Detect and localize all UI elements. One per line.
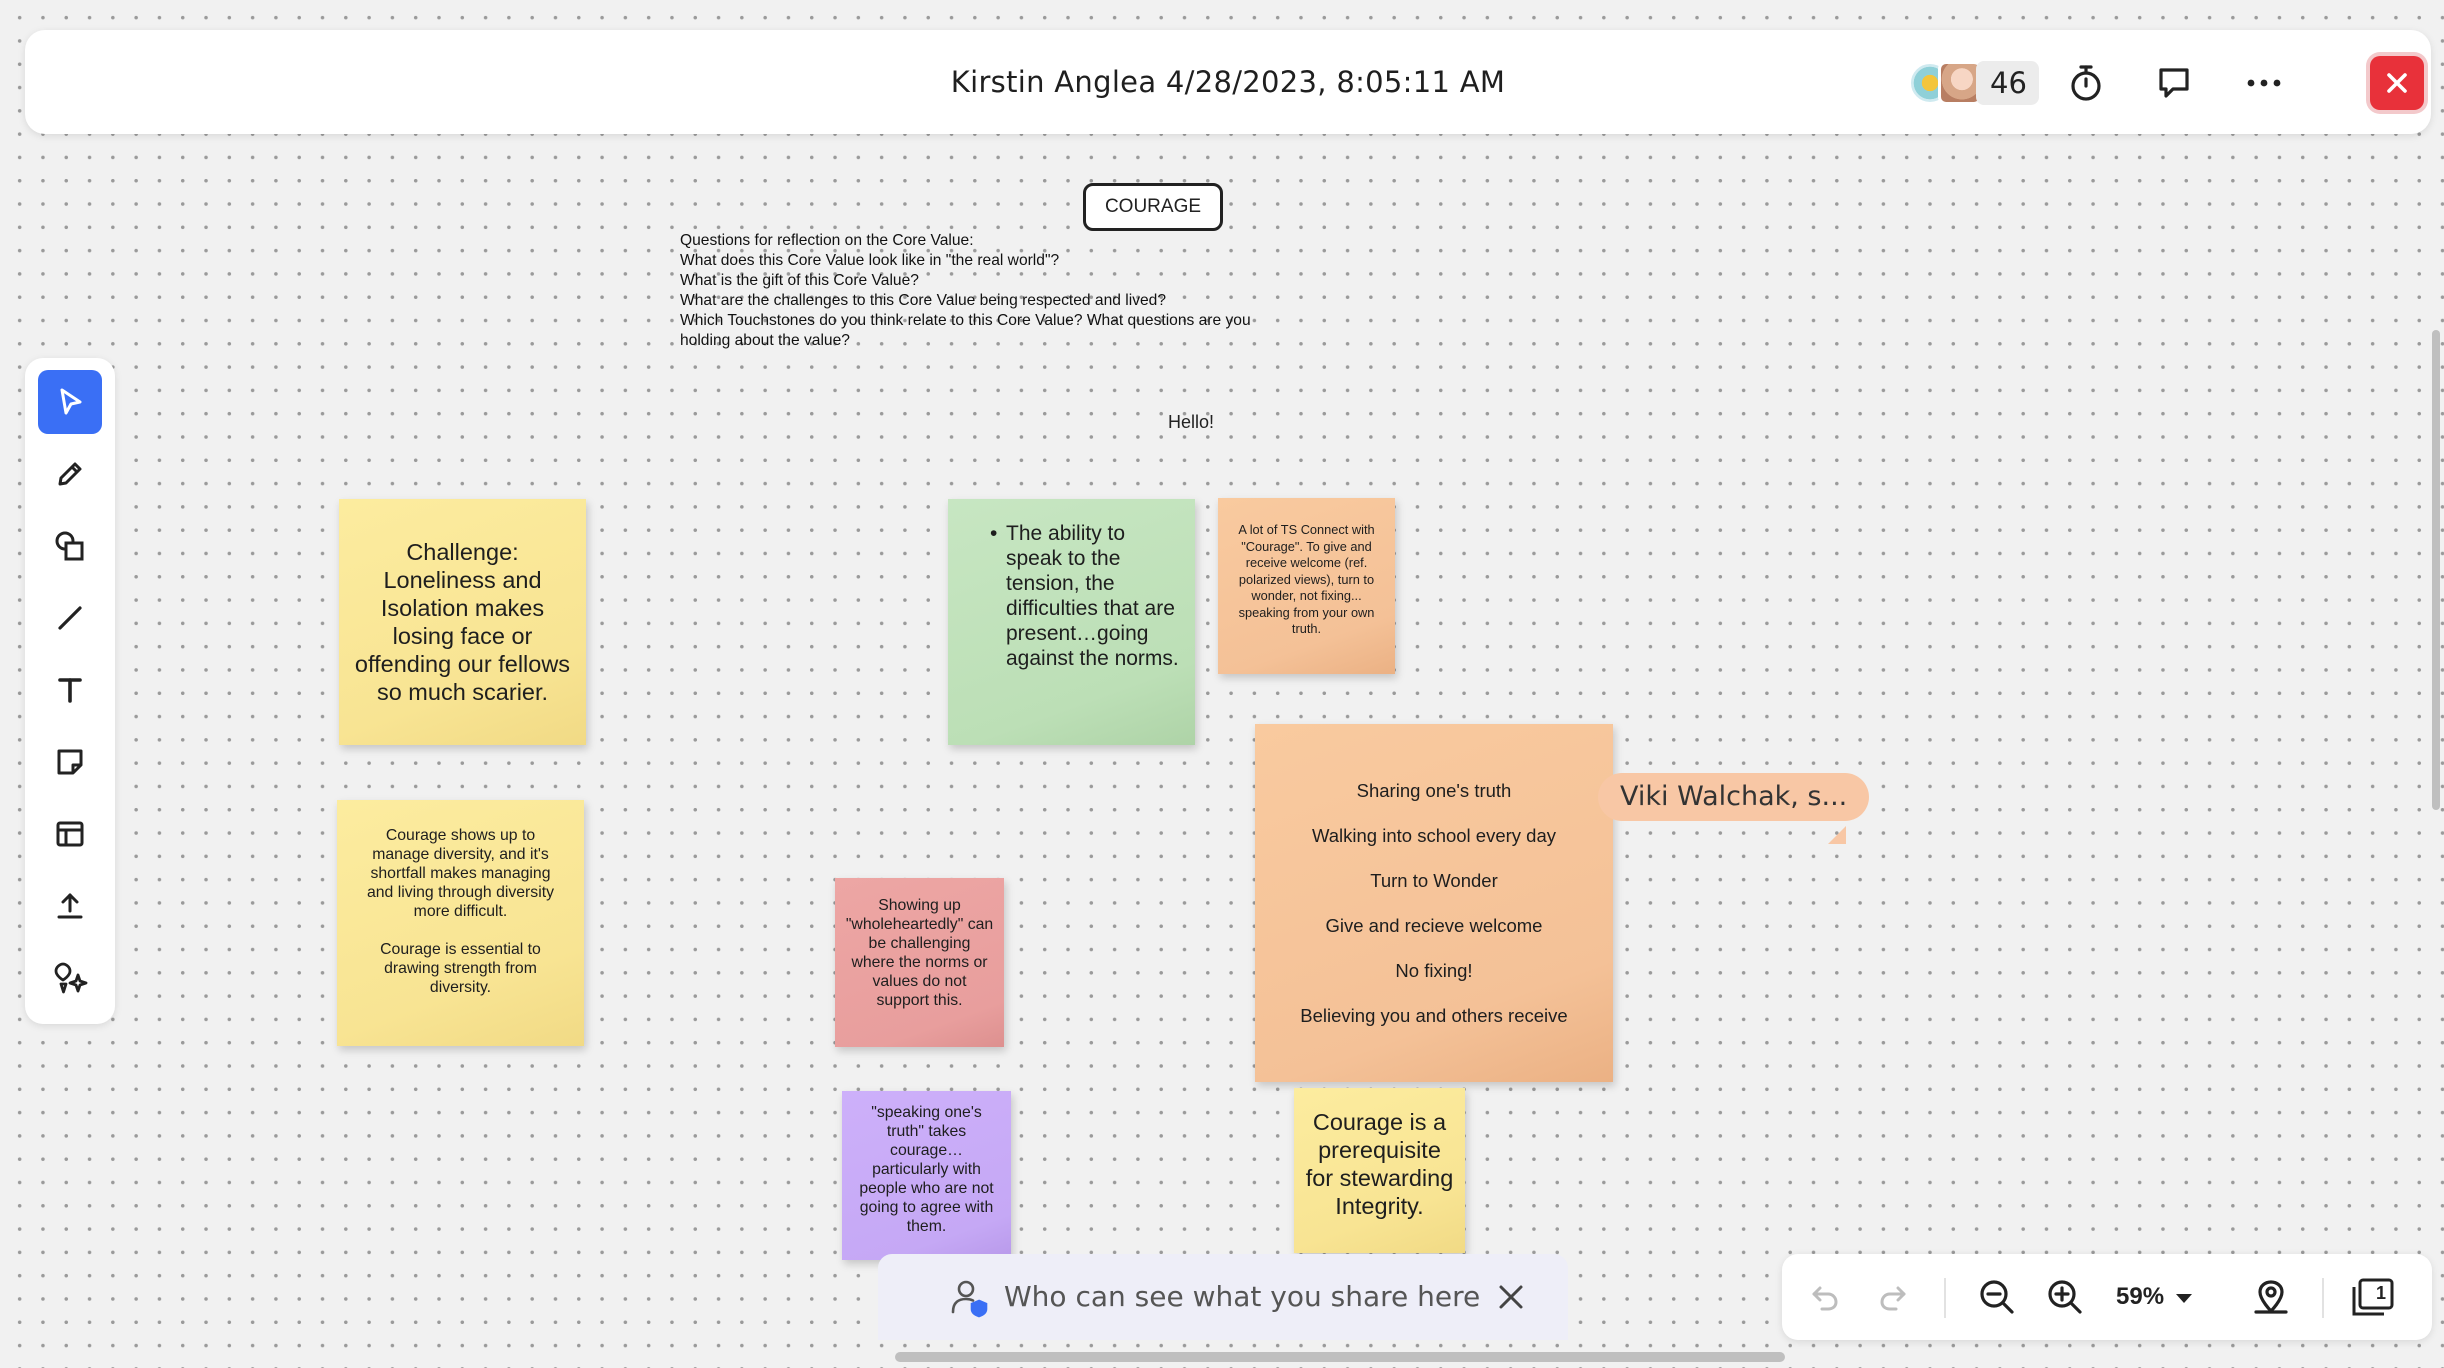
stopwatch-icon bbox=[2071, 65, 2101, 101]
pointer-icon bbox=[60, 388, 82, 415]
note-line: Give and recieve welcome bbox=[1325, 915, 1543, 936]
redo-icon bbox=[1880, 1286, 1906, 1311]
sticky-note-ts-connect[interactable]: A lot of TS Connect with "Courage". To g… bbox=[1218, 498, 1395, 674]
page-count-badge: 1 bbox=[2376, 1283, 2387, 1303]
line-tool[interactable] bbox=[38, 586, 102, 650]
note-text: Challenge: Loneliness and Isolation make… bbox=[354, 539, 571, 705]
share-visibility-banner: Who can see what you share here bbox=[878, 1254, 1568, 1340]
more-icon bbox=[2247, 79, 2281, 87]
user-visibility-icon bbox=[951, 1280, 988, 1318]
participants[interactable]: 46 bbox=[1908, 61, 2039, 105]
pages-icon bbox=[2352, 1278, 2394, 1316]
shapes-icon bbox=[55, 531, 84, 561]
note-text: A lot of TS Connect with "Courage". To g… bbox=[1238, 522, 1375, 636]
redo-button[interactable] bbox=[1870, 1274, 1916, 1320]
template-tool[interactable] bbox=[38, 802, 102, 866]
undo-icon bbox=[1812, 1286, 1838, 1311]
pencil-icon bbox=[58, 462, 82, 486]
collaborator-cursor-label: Viki Walchak, s... bbox=[1598, 773, 1870, 821]
note-text: Courage is a prerequisite for stewarding… bbox=[1305, 1109, 1454, 1219]
reflection-questions[interactable]: Questions for reflection on the Core Val… bbox=[680, 231, 1340, 351]
ai-shapes-tool[interactable] bbox=[38, 946, 102, 1010]
comments-button[interactable] bbox=[2151, 60, 2197, 106]
sticky-note-sharing[interactable]: Sharing one's truth Walking into school … bbox=[1255, 724, 1613, 1082]
close-button[interactable] bbox=[2370, 56, 2424, 110]
more-button[interactable] bbox=[2241, 60, 2287, 106]
sticky-note-challenge[interactable]: Challenge: Loneliness and Isolation make… bbox=[339, 499, 586, 745]
sticky-note-prerequisite[interactable]: Courage is a prerequisite for stewarding… bbox=[1294, 1088, 1465, 1253]
share-banner-text: Who can see what you share here bbox=[1004, 1280, 1481, 1313]
question-line: holding about the value? bbox=[680, 332, 850, 349]
note-lines: Sharing one's truth Walking into school … bbox=[1300, 768, 1567, 1038]
comment-icon bbox=[2159, 68, 2189, 98]
zoom-out-button[interactable] bbox=[1974, 1274, 2020, 1320]
timer-button[interactable] bbox=[2063, 60, 2109, 106]
divider bbox=[1944, 1278, 1946, 1318]
left-toolbar bbox=[25, 358, 115, 1024]
top-bar: Kirstin Anglea 4/28/2023, 8:05:11 AM 46 bbox=[25, 30, 2431, 134]
sticky-note-icon bbox=[57, 749, 83, 775]
zoom-value: 59% bbox=[2116, 1283, 2165, 1310]
sticky-note-speaking-truth[interactable]: "speaking one's truth" takes courage… pa… bbox=[842, 1091, 1011, 1260]
hello-text[interactable]: Hello! bbox=[1168, 412, 1215, 432]
upload-tool[interactable] bbox=[38, 874, 102, 938]
chevron-down-icon bbox=[2175, 1293, 2192, 1303]
note-line: Walking into school every day bbox=[1311, 825, 1557, 846]
collaborator-cursor-icon bbox=[1828, 826, 1846, 844]
frame-label[interactable]: COURAGE bbox=[1083, 183, 1223, 231]
question-line: What are the challenges to this Core Val… bbox=[680, 292, 1167, 309]
dismiss-banner-button[interactable] bbox=[1488, 1274, 1534, 1320]
undo-button[interactable] bbox=[1802, 1274, 1848, 1320]
zoom-out-icon bbox=[1980, 1280, 2014, 1314]
note-text: Showing up "wholeheartedly" can be chall… bbox=[845, 897, 994, 1009]
note-text: "speaking one's truth" takes courage… pa… bbox=[859, 1104, 994, 1235]
pages-button[interactable]: 1 bbox=[2350, 1274, 2396, 1320]
note-text: Courage shows up to manage diversity, an… bbox=[366, 827, 555, 996]
question-line: Questions for reflection on the Core Val… bbox=[680, 232, 974, 249]
view-controls: 59% 1 bbox=[1782, 1254, 2432, 1340]
pen-tool[interactable] bbox=[38, 442, 102, 506]
upload-icon bbox=[57, 893, 83, 919]
shapes-tool[interactable] bbox=[38, 514, 102, 578]
close-icon bbox=[1499, 1285, 1523, 1309]
select-tool[interactable] bbox=[38, 370, 102, 434]
note-text: The ability to speak to the tension, the… bbox=[1006, 522, 1179, 670]
avatar[interactable] bbox=[1938, 61, 1982, 105]
sticky-note-ability[interactable]: • The ability to speak to the tension, t… bbox=[948, 499, 1195, 745]
sticky-note-diversity[interactable]: Courage shows up to manage diversity, an… bbox=[337, 800, 584, 1046]
zoom-in-icon bbox=[2048, 1280, 2082, 1314]
question-line: Which Touchstones do you think relate to… bbox=[680, 312, 1251, 329]
map-pin-icon bbox=[2254, 1280, 2288, 1314]
bullet: • bbox=[990, 522, 998, 545]
magic-shapes-icon bbox=[54, 962, 88, 994]
horizontal-scrollbar[interactable] bbox=[895, 1352, 1785, 1362]
note-line: Believing you and others receive bbox=[1300, 1005, 1568, 1026]
vertical-scrollbar[interactable] bbox=[2432, 330, 2440, 810]
question-line: What does this Core Value look like in "… bbox=[680, 252, 1060, 269]
text-icon bbox=[58, 678, 82, 703]
board-title: Kirstin Anglea 4/28/2023, 8:05:11 AM bbox=[950, 65, 1506, 99]
sticky-note-tool[interactable] bbox=[38, 730, 102, 794]
sticky-note-wholehearted[interactable]: Showing up "wholeheartedly" can be chall… bbox=[835, 878, 1004, 1047]
locate-button[interactable] bbox=[2248, 1274, 2294, 1320]
note-line: No fixing! bbox=[1395, 960, 1473, 981]
note-line: Turn to Wonder bbox=[1370, 870, 1498, 891]
question-line: What is the gift of this Core Value? bbox=[680, 272, 919, 289]
text-tool[interactable] bbox=[38, 658, 102, 722]
participant-count[interactable]: 46 bbox=[1976, 61, 2039, 105]
line-icon bbox=[58, 606, 82, 630]
close-icon bbox=[2387, 73, 2407, 93]
note-line: Sharing one's truth bbox=[1356, 780, 1512, 801]
divider bbox=[2322, 1278, 2324, 1318]
layout-icon bbox=[56, 821, 84, 847]
zoom-in-button[interactable] bbox=[2042, 1274, 2088, 1320]
zoom-dropdown[interactable]: 59% bbox=[2116, 1254, 2193, 1340]
